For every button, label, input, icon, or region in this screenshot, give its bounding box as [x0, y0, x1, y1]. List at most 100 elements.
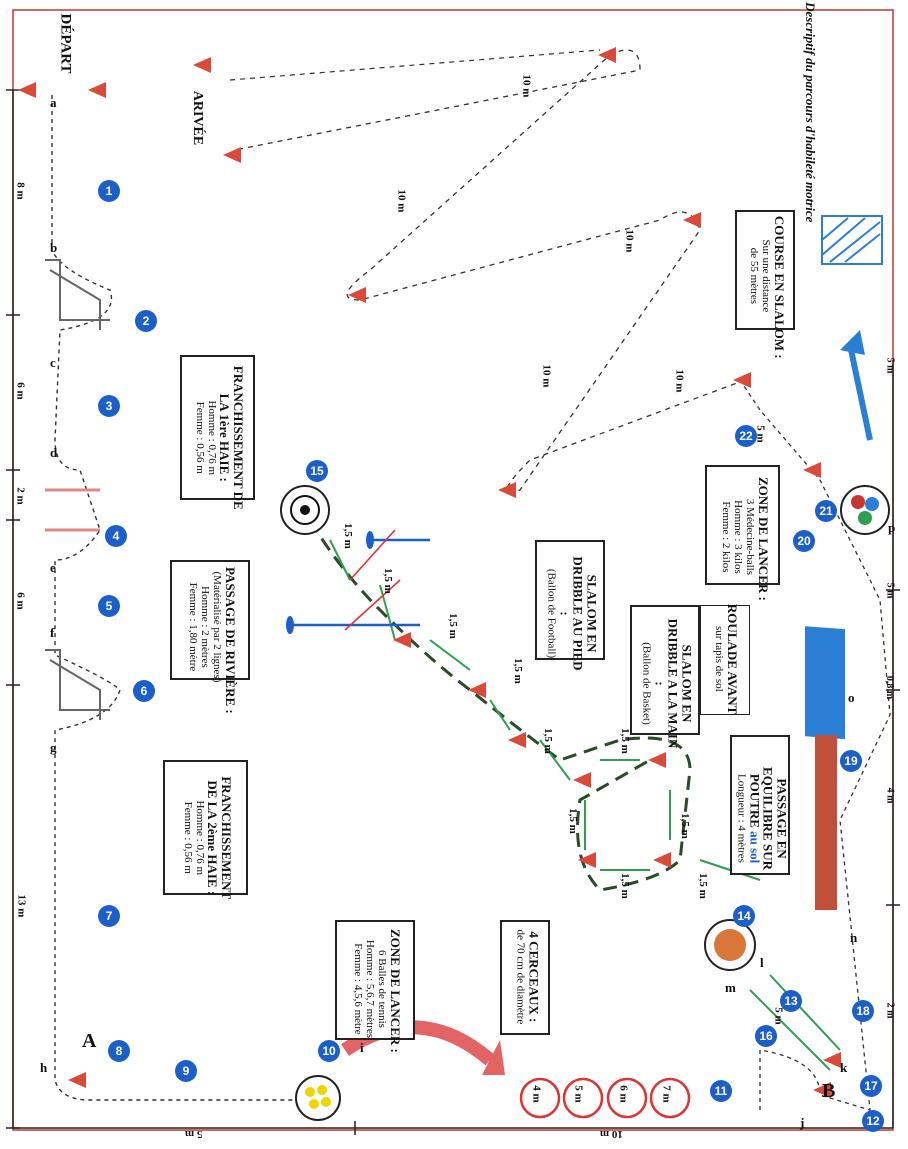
letter-c: c — [50, 355, 56, 370]
step-11: 11 — [710, 1080, 732, 1102]
letter-g: g — [50, 740, 57, 755]
slalom-dist-2: 10 m — [395, 189, 408, 213]
tennis-balls — [295, 1075, 341, 1121]
hoop-label-2: 5 m — [572, 1085, 585, 1103]
letter-e: e — [50, 560, 56, 575]
step-6: 6 — [133, 680, 155, 702]
box-slalom-main: SLALOM EN DRIBBLE A LA MAIN : (Ballon de… — [630, 605, 700, 748]
cone-marker — [598, 47, 616, 63]
cone-marker — [18, 82, 36, 98]
step-13: 13 — [780, 990, 802, 1012]
letter-j: j — [800, 1115, 805, 1130]
dist-left-3: 2 m — [14, 487, 27, 505]
letter-o: o — [848, 690, 855, 705]
box-slalom-pied: SLALOM EN DRIBBLE AU PIED : (Ballon de F… — [535, 540, 605, 671]
mat-roulade — [805, 626, 845, 740]
point-A: A — [82, 1030, 97, 1052]
cone-marker — [393, 632, 411, 648]
dist-right-3: 0,8 m — [884, 675, 896, 700]
letter-h: h — [40, 1060, 48, 1075]
step-21: 21 — [815, 500, 837, 522]
hoop — [649, 1077, 691, 1119]
letter-a: a — [50, 95, 57, 110]
cone-marker — [498, 482, 516, 498]
letter-k: k — [840, 1060, 848, 1075]
dist-right-2: 5 m — [884, 582, 896, 599]
dist-right-4: 4 m — [884, 787, 896, 804]
step-17: 17 — [860, 1075, 882, 1097]
balance-beam — [815, 735, 837, 910]
box-haie2: FRANCHISSEMENT DE LA 2ème HAIE : Homme :… — [163, 760, 248, 899]
dribble-dist-8: 1,5 m — [678, 813, 691, 839]
depart-label: DÉPART — [57, 13, 74, 74]
step-16: 16 — [755, 1025, 777, 1047]
box-poutre: PASSAGE EN EQUILIBRE SUR POUTRE au sol L… — [730, 735, 790, 875]
step-8: 8 — [108, 1040, 130, 1062]
hurdles — [45, 259, 110, 720]
step-10: 10 — [318, 1040, 340, 1062]
step-14: 14 — [733, 905, 755, 927]
dist-right-1: 5 m — [884, 357, 896, 374]
step-1: 1 — [98, 180, 120, 202]
letter-i: i — [360, 1040, 364, 1055]
dribble-dist-3: 1,5 m — [446, 613, 459, 639]
slalom-dist-3: 10 m — [623, 229, 636, 253]
cone-marker — [648, 752, 666, 768]
hatch-lines — [821, 217, 881, 263]
soccer-ball — [280, 485, 330, 535]
step-18: 18 — [852, 1000, 874, 1022]
slalom-dist-4: 10 m — [540, 364, 553, 388]
river-lines — [45, 488, 100, 532]
letter-l: l — [760, 955, 764, 970]
hoop — [519, 1077, 561, 1119]
step-3: 3 — [98, 395, 120, 417]
dribble-dist-9: 1,5 m — [618, 873, 631, 899]
hoop — [562, 1077, 604, 1119]
cone-marker — [733, 372, 751, 388]
medicine-balls — [840, 485, 890, 535]
dribble-dist-7: 1,5 m — [566, 808, 579, 834]
cone-marker — [653, 852, 671, 868]
dist-left-2: 6 m — [14, 382, 27, 400]
slalom-poles — [286, 529, 430, 634]
cone-marker — [813, 1082, 831, 1098]
box-haie1: FRANCHISSEMENT DE LA 1ère HAIE : Homme :… — [180, 355, 255, 510]
box-roulade: ROULADE AVANT sur tapis de sol — [700, 604, 750, 715]
letter-m: m — [725, 980, 736, 995]
step-5: 5 — [98, 595, 120, 617]
hoop — [606, 1077, 648, 1119]
dribble-path — [308, 519, 692, 892]
box-riviere: PASSAGE DE RIVIÈRE : (Matérialisé par 2 … — [170, 560, 250, 714]
hoop-label-3: 6 m — [617, 1085, 630, 1103]
cone-marker — [803, 462, 821, 478]
cone-marker — [68, 1072, 86, 1088]
hoop-label-1: 4 m — [530, 1085, 543, 1103]
dist-bottom-left: 5 m — [185, 1128, 203, 1140]
step-2: 2 — [135, 310, 157, 332]
step-19: 19 — [840, 750, 862, 772]
dribble-dist-5: 1,5 m — [541, 728, 554, 754]
dribble-dist-10: 1,5 m — [696, 873, 709, 899]
main-path — [51, 95, 305, 1101]
cone-marker — [88, 82, 106, 98]
letter-d: d — [50, 445, 58, 460]
dribble-dist-4: 1,5 m — [511, 658, 524, 684]
cone-marker — [578, 852, 596, 868]
slalom-dist-5: 10 m — [673, 369, 686, 393]
dist-left-4: 6 m — [14, 592, 27, 610]
letter-b: b — [50, 240, 58, 255]
blue-arrow — [847, 344, 873, 441]
cone-marker — [573, 772, 591, 788]
step-9: 9 — [175, 1060, 197, 1082]
letter-n: n — [850, 930, 858, 945]
slalom-dist-1: 10 m — [520, 74, 533, 98]
basketball — [704, 919, 756, 971]
cone-marker — [683, 212, 701, 228]
step-20: 20 — [793, 530, 815, 552]
page-title: Descriptif du parcours d'habileté motric… — [803, 2, 819, 223]
dribble-dist-11: 5 m — [772, 1007, 785, 1025]
